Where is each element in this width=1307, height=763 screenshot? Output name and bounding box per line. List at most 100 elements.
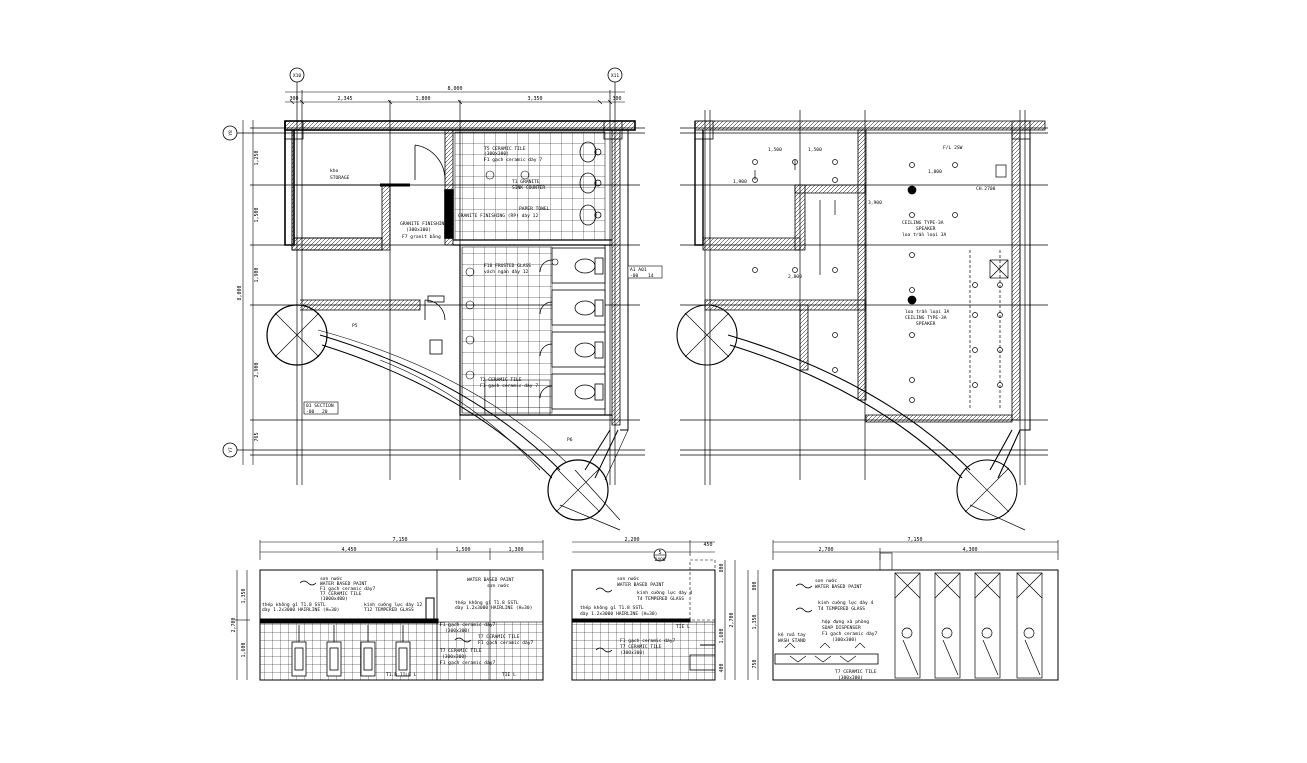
elev1-dim-h3: 1,600	[241, 642, 247, 657]
granite-size: (300x300)	[406, 227, 431, 233]
grid-label-x11: X11	[611, 73, 620, 79]
elev3-wash-stand	[774, 653, 879, 665]
elev3-paint: WATER BASED PAINT	[815, 584, 862, 590]
t1-sink-label-vn: SINK COUNTER	[512, 185, 545, 191]
elev1-glass-vn: kính cường lực dày 12	[364, 601, 422, 608]
elev2-text: 2,200 450 5 2400 800 2,700 1,600 400 sơn…	[580, 537, 735, 673]
rcp-dim-3: 1,800	[928, 169, 942, 175]
section-ref-2: 20	[322, 409, 328, 415]
elev2-dim-2: 450	[703, 542, 712, 548]
grid-label-y8: Y8	[228, 130, 234, 136]
elev1-strip2: thép không gỉ T1.8 SSTL	[455, 599, 519, 606]
elev1-t7-vn: F1 gạch ceramic dày7	[320, 585, 376, 592]
elevation-ref-2: 14	[648, 273, 654, 279]
rcp-light-fixtures	[752, 159, 1009, 410]
elev3-glass-vn: kính cường lực dày 4	[818, 599, 874, 606]
elev3-paint-vn: sơn nước	[815, 577, 837, 584]
elev1-t7b: T7 CERAMIC TILE	[478, 634, 520, 640]
elev2-dim-h3: 1,600	[719, 628, 725, 643]
elev1-paint: WATER BASED PAINT	[320, 581, 367, 587]
elev1-paint2-vn: sơn nước	[487, 582, 509, 589]
elev1-t7c-size: (300x300)	[442, 654, 467, 660]
elev3-text: 7,150 2,700 4,300 800 1,350 750 sơn nước…	[752, 537, 978, 681]
elev3-dim-overall: 7,150	[907, 537, 922, 543]
plan-left-dimensions	[242, 120, 254, 465]
grid-bubble-x11: X11	[607, 67, 623, 83]
elevation-3	[747, 540, 1059, 681]
elev1-dim-1: 4,450	[341, 547, 356, 553]
plan-dim-left-e: 765	[254, 432, 260, 441]
plan-top-dimensions	[285, 91, 625, 105]
elev1-tie-l: TIE L	[502, 672, 516, 678]
elev1-strip-dim: dày 1.2x3000 HAIRLINE (H=30)	[262, 606, 339, 613]
elev1-dark-strip	[259, 618, 439, 624]
t5-label: T5 CERAMIC TILE	[484, 146, 526, 152]
elev1-strip2-dim: dày 1.2x3000 HAIRLINE (H=30)	[455, 604, 532, 611]
elev1-urinals	[291, 625, 411, 677]
plan-annotations: kho STORAGE P5 P6 T5 CERAMIC TILE (300x3…	[303, 146, 663, 443]
elev1-paint-vn: sơn nước	[320, 575, 342, 582]
rcp-speaker1-vn: loa trần loại 3A	[902, 231, 946, 238]
elev3-wash: WASH STAND	[778, 638, 806, 644]
elev3-soap-vn: hộp đựng xà phòng	[822, 618, 869, 625]
t2-label: T2 CERAMIC TILE	[480, 377, 522, 383]
elev3-dim-h1: 800	[752, 581, 758, 590]
frosted-glass-label: F18 FROSTED GLASS	[484, 263, 531, 269]
elev2-tag-ref: 2400	[654, 557, 665, 563]
plan-dim-left-b: 1,500	[254, 207, 260, 222]
plan-toilet-fixtures	[427, 247, 606, 410]
rcp-speaker2-label: SPEAKER	[916, 321, 936, 327]
elev1-t7c: T7 CERAMIC TILE	[440, 648, 482, 654]
elev3-t7: T7 CERAMIC TILE	[835, 669, 877, 675]
rcp-ceiling-height: CH.2700	[976, 186, 996, 192]
granite-finishing-label: GRANITE FINISHING	[400, 221, 447, 227]
elev2-tile-vn: F1 gạch ceramic dày7	[620, 637, 676, 644]
granite-label-vn: F7 granit bằng	[402, 233, 441, 240]
plan-dim-d: 3,350	[527, 96, 542, 102]
elev1-dim-overall: 7,150	[392, 537, 407, 543]
elev3-soap: SOAP DISPENSER	[822, 625, 861, 631]
rcp-dim-4: 2,800	[788, 274, 802, 280]
elev3-dim-h2: 1,350	[752, 614, 758, 629]
grid-bubble-y8: Y8	[222, 125, 238, 141]
plan-dim-e: 300	[612, 96, 621, 102]
room-p5-label: P5	[352, 323, 358, 329]
grid-bubble-y7: Y7	[222, 442, 238, 458]
elev2-t7: T7 CERAMIC TILE	[620, 644, 662, 650]
grid-label-y7: Y7	[228, 447, 234, 453]
t5-label-vn: F1 gạch ceramic dày 7	[484, 156, 542, 163]
plan-dim-left-d: 2,900	[254, 362, 260, 377]
elev1-dimension-lines	[235, 540, 544, 680]
elev1-t7b-vn: F1 gạch ceramic dày7	[478, 639, 534, 646]
elev2-glass: T4 TEMPERED GLASS	[637, 596, 684, 602]
elev1-strip-vn: thép không gỉ T1.8 SSTL	[262, 601, 326, 608]
elevation-2	[571, 540, 736, 681]
elevation-1	[235, 540, 544, 681]
elev3-dim-2: 4,300	[962, 547, 977, 553]
elev2-tie-l: TIE L	[676, 624, 690, 630]
rcp-speaker1-type: CEILING TYPE-3A	[902, 220, 944, 226]
elev2-dim-h1: 800	[719, 563, 725, 572]
plan-sinks	[579, 141, 602, 226]
rcp-curved-wall	[727, 334, 1026, 531]
rcp-dim-2: 1,500	[808, 147, 822, 153]
rcp-annotations: F/L 2SW CH.2700 CEILING TYPE-3A SPEAKER …	[733, 145, 996, 327]
elev3-t7-size: (300x300)	[832, 637, 857, 643]
rcp-dim-6: 1,900	[733, 179, 747, 185]
elev1-t2-vn: F1 gạch ceramic dày7	[440, 621, 496, 628]
floor-plan	[237, 78, 645, 531]
rcp-dim-5: 3,900	[868, 200, 882, 206]
elev2-dim-h2: 2,700	[729, 612, 735, 627]
elev3-dim-h3: 750	[752, 659, 758, 668]
elev2-dim-h4: 400	[719, 663, 725, 672]
elev2-strip-vn: thép không gỉ T1.8 SSTL	[580, 604, 644, 611]
room-p6-label: P6	[567, 437, 573, 443]
plan-dim-left-overall: 8,000	[237, 285, 243, 300]
t2-label-vn: F1 gạch ceramic dày 7	[480, 382, 538, 389]
elev1-t7c-vn: F1 gạch ceramic dày7	[440, 659, 496, 666]
grid-label-x10: X10	[293, 73, 302, 79]
elev1-t7-size: (1000x400)	[320, 596, 348, 602]
plan-curved-wall	[317, 329, 629, 531]
rcp-columns	[676, 120, 1031, 521]
